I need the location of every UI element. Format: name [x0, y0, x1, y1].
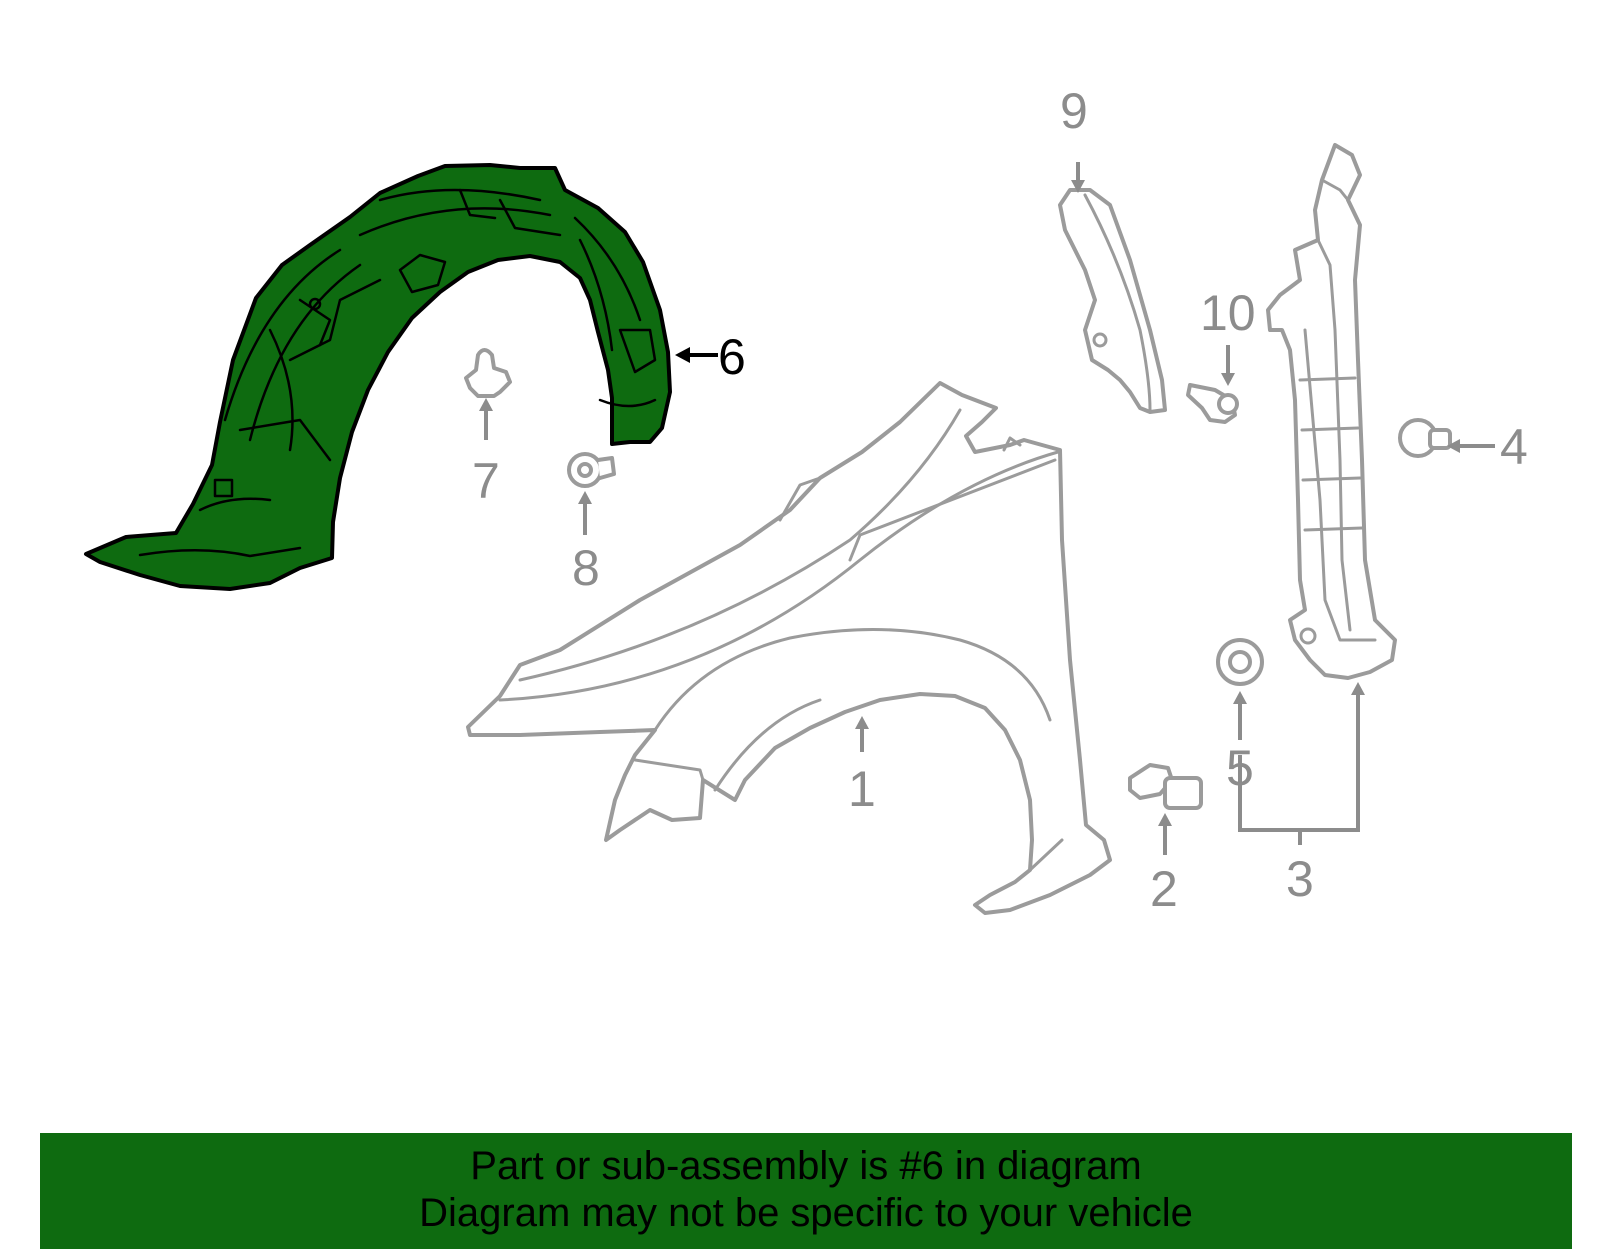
- part-6-fender-liner[interactable]: [84, 163, 672, 591]
- part-2-bolt[interactable]: [1128, 763, 1203, 810]
- callout-1: 1: [848, 761, 876, 817]
- part-5-grommet[interactable]: [1216, 638, 1264, 686]
- parts-diagram: 9 10 4 6 7 8 1 2 5 3: [84, 83, 1528, 917]
- leader-lines: [479, 162, 1495, 855]
- part-4-clip[interactable]: [1398, 418, 1452, 458]
- part-1-fender[interactable]: [466, 381, 1112, 915]
- callout-4: 4: [1500, 419, 1528, 475]
- part-9-bracket[interactable]: [1058, 188, 1167, 414]
- part-3-bracket[interactable]: [1266, 143, 1397, 680]
- banner-line-2: Diagram may not be specific to your vehi…: [419, 1191, 1193, 1235]
- part-10-clip[interactable]: [1186, 383, 1239, 424]
- part-7-clip[interactable]: [464, 348, 512, 398]
- callouts: 9 10 4 6 7 8 1 2 5 3: [472, 83, 1528, 917]
- callout-2: 2: [1150, 861, 1178, 917]
- callout-5: 5: [1226, 740, 1254, 796]
- callout-10: 10: [1200, 285, 1256, 341]
- callout-3: 3: [1286, 851, 1314, 907]
- callout-6: 6: [718, 329, 746, 385]
- banner-line-1: Part or sub-assembly is #6 in diagram: [470, 1144, 1142, 1188]
- info-banner: Part or sub-assembly is #6 in diagram Di…: [40, 1133, 1572, 1249]
- part-8-clip[interactable]: [567, 452, 616, 488]
- callout-8: 8: [572, 540, 600, 596]
- leader-3: [1238, 690, 1360, 845]
- callout-7: 7: [472, 453, 500, 509]
- callout-9: 9: [1060, 83, 1088, 139]
